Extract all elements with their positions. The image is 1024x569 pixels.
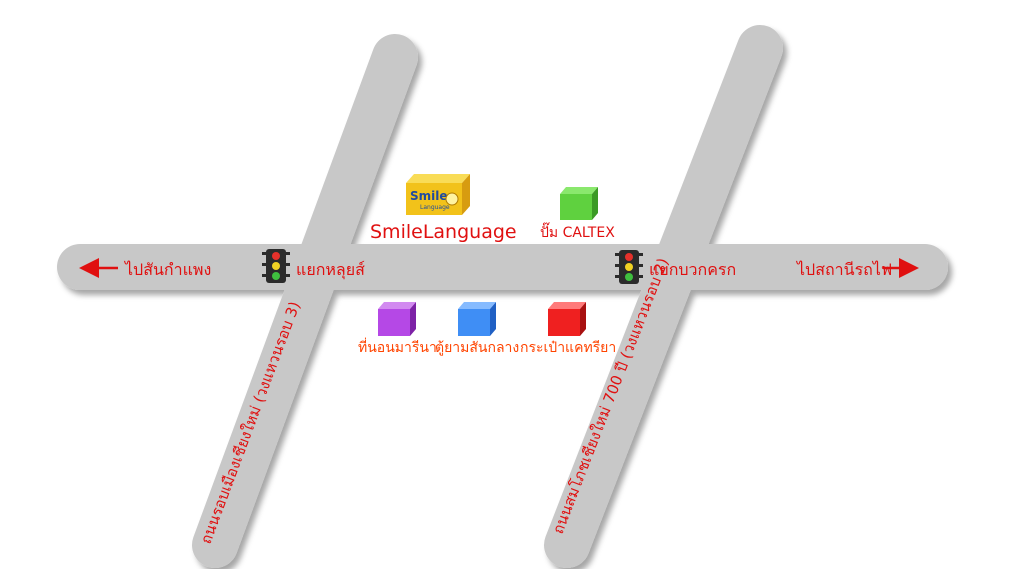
left-diagonal-road (192, 34, 418, 568)
caltex-label: ปั๊ม CALTEX (540, 222, 615, 241)
traffic-light-icon (615, 250, 643, 284)
east-direction: ไปสถานีรถไฟ (795, 258, 919, 279)
cabinet-label: ตู้ยามสันกลาง (435, 340, 519, 356)
west-direction: ไปสันกำแพง (79, 258, 211, 279)
bag-label: กระเป๋าแคทรียา (520, 340, 616, 356)
mattress-landmark: ที่นอนมารีนา (358, 302, 437, 356)
purple-cube-icon (378, 302, 416, 336)
smile-face-icon (445, 192, 459, 206)
intersection-louis-label: แยกหลุยส์ (296, 260, 365, 280)
west-direction-label: ไปสันกำแพง (123, 260, 211, 279)
bag-landmark: กระเป๋าแคทรียา (520, 302, 616, 356)
mattress-label: ที่นอนมารีนา (358, 338, 437, 356)
cabinet-landmark: ตู้ยามสันกลาง (435, 302, 519, 356)
intersection-buakkrok: แยกบวกครก (615, 250, 736, 284)
blue-cube-icon (458, 302, 496, 336)
intersection-buakkrok-label: แยกบวกครก (649, 260, 736, 279)
east-direction-label: ไปสถานีรถไฟ (795, 260, 892, 279)
right-diagonal-road (544, 25, 783, 568)
smile-language-name: SmileLanguage (370, 221, 517, 243)
smile-language-logo: Smile Language (406, 174, 470, 215)
smile-logo-subtext: Language (420, 204, 450, 211)
red-cube-icon (548, 302, 586, 336)
intersection-louis: แยกหลุยส์ (262, 249, 365, 283)
caltex-landmark: ปั๊ม CALTEX (540, 187, 615, 241)
smile-language-landmark: Smile Language SmileLanguage (370, 174, 517, 243)
smile-logo-text: Smile (410, 189, 448, 203)
road-network (57, 25, 948, 568)
traffic-light-icon (262, 249, 290, 283)
green-cube-icon (560, 187, 598, 220)
